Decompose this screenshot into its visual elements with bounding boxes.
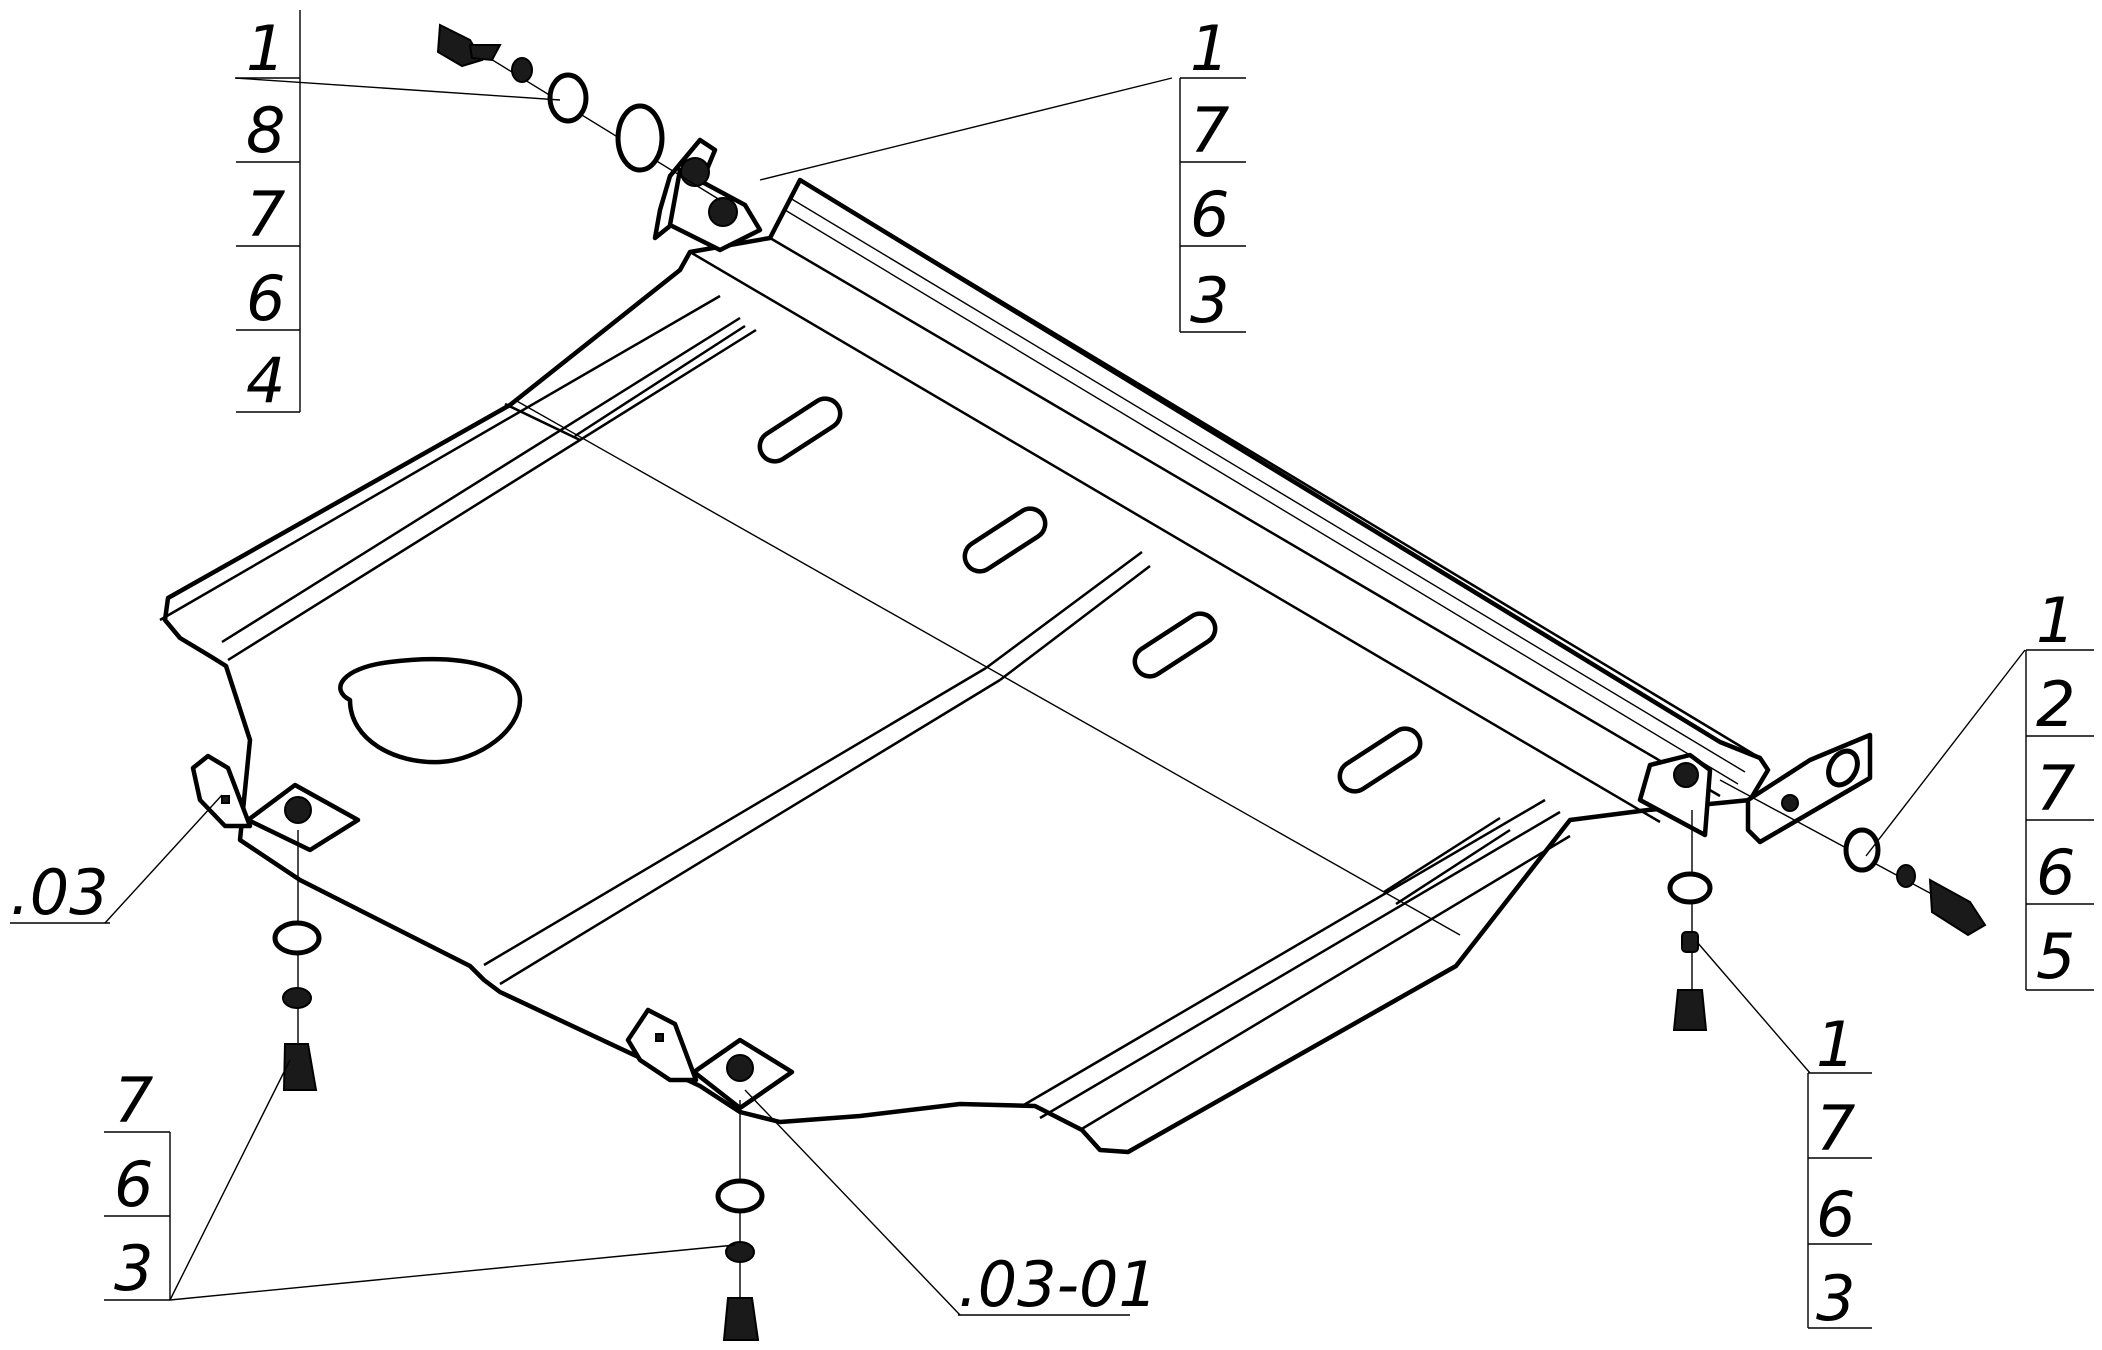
callout-top-center-2: 7 — [1190, 94, 1229, 167]
callout-top-left-1: 1 — [246, 12, 285, 85]
callout-bottom-right-1: 1 — [1816, 1008, 1855, 1081]
skid-plate-outline — [162, 177, 1771, 1155]
part-label-03: .03 — [10, 856, 110, 929]
slot-3 — [1132, 611, 1218, 679]
callout-stack-right: 1 2 7 6 5 — [2025, 584, 2094, 993]
skid-plate — [159, 177, 1771, 1155]
part-label-center-bracket: .03-01 — [958, 1248, 1158, 1321]
callout-top-center-1: 1 — [1190, 12, 1229, 85]
center-rib-1 — [483, 666, 1001, 986]
callout-right-2: 2 — [2036, 668, 2075, 741]
callout-right-4: 6 — [2036, 836, 2075, 909]
right-bend-rib — [1021, 798, 1571, 1132]
callout-bottom-left-2: 6 — [114, 1148, 153, 1221]
leader-lines — [104, 77, 2026, 1316]
callout-bottom-left-1: 7 — [114, 1064, 153, 1137]
bottom-left-hardware — [272, 830, 322, 1091]
part-label-left-bracket: .03 — [10, 856, 109, 929]
callout-top-center-4: 3 — [1190, 264, 1229, 337]
left-rib-2 — [504, 324, 746, 442]
callout-top-left-4: 6 — [246, 262, 285, 335]
slot-1 — [757, 396, 843, 464]
callout-stack-bottom-right: 1 7 6 3 — [1807, 1008, 1872, 1335]
callout-top-left-3: 7 — [246, 178, 285, 251]
right-hardware — [1719, 779, 1987, 937]
bottom-right-hardware — [1667, 810, 1713, 1031]
rear-right-bracket — [1637, 732, 1873, 845]
right-rib-2 — [1383, 816, 1511, 906]
rear-rail-edge — [689, 178, 1761, 824]
center-rib-2 — [985, 550, 1151, 681]
center-diagonal-line — [514, 399, 1461, 936]
callout-bottom-right-3: 6 — [1816, 1178, 1855, 1251]
rear-left-bracket — [652, 137, 763, 253]
callout-stack-top-left: 1 8 7 6 4 — [236, 10, 301, 417]
callout-top-left-5: 4 — [246, 344, 285, 417]
part-label-03-01: .03-01 — [958, 1248, 1158, 1321]
callout-bottom-right-2: 7 — [1816, 1092, 1855, 1165]
callout-right-1: 1 — [2036, 584, 2075, 657]
bottom-center-hardware — [715, 1100, 765, 1341]
bracket-03 — [190, 753, 361, 853]
callout-bottom-left-3: 3 — [114, 1232, 153, 1305]
callout-right-5: 5 — [2036, 920, 2075, 993]
bracket-03-01 — [625, 1007, 795, 1111]
left-bend-rib — [159, 294, 757, 662]
callout-stack-bottom-left: 7 6 3 — [104, 1064, 171, 1305]
callout-right-3: 7 — [2036, 752, 2075, 825]
drain-hole — [338, 657, 523, 765]
callout-bottom-right-4: 3 — [1816, 1262, 1855, 1335]
top-left-hardware — [436, 23, 721, 201]
slot-2 — [962, 506, 1048, 574]
callout-top-left-2: 8 — [246, 94, 285, 167]
callout-top-center-3: 6 — [1190, 178, 1229, 251]
slot-4 — [1337, 726, 1423, 794]
callout-stack-top-center: 1 7 6 3 — [1179, 12, 1246, 337]
rear-rail-inner — [784, 197, 1746, 785]
